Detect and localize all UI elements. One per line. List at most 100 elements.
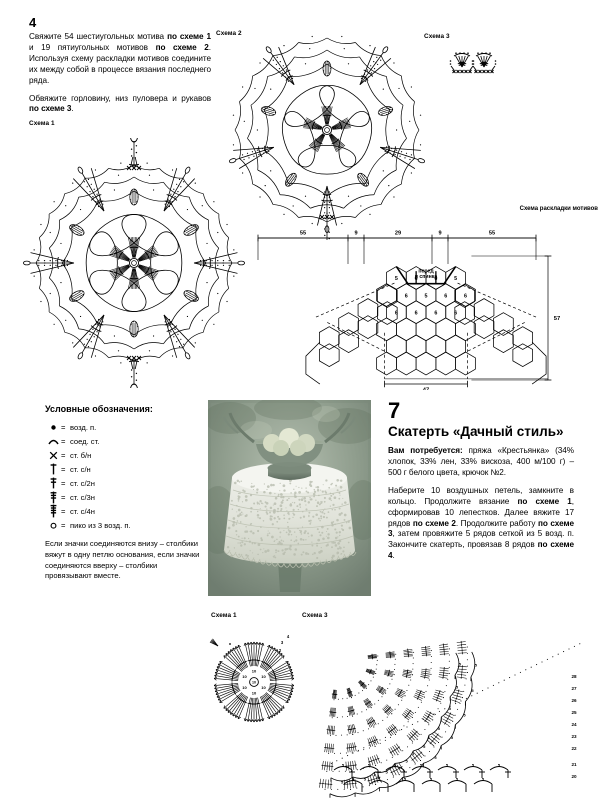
svg-text:5: 5 bbox=[395, 276, 398, 282]
svg-text:10: 10 bbox=[261, 674, 266, 679]
schema-3-row-number: 27 bbox=[571, 686, 577, 691]
legend-equals: = bbox=[61, 451, 70, 460]
schema-3-row-number: 20 bbox=[571, 774, 577, 779]
layout-bottom-dimension: 47 bbox=[423, 387, 429, 390]
section-7-title: Скатерть «Дачный стиль» bbox=[388, 424, 574, 439]
svg-text:5: 5 bbox=[454, 276, 457, 282]
layout-top-dimension: 9 bbox=[438, 230, 441, 236]
svg-text:6: 6 bbox=[415, 310, 418, 316]
svg-text:5: 5 bbox=[475, 662, 478, 667]
legend-equals: = bbox=[61, 423, 70, 432]
arc-symbol bbox=[45, 437, 61, 446]
svg-text:4: 4 bbox=[287, 634, 290, 639]
schema-2-pentagon-motif-diagram bbox=[212, 34, 442, 240]
legend-row-label: ст. с/3н bbox=[70, 493, 205, 502]
svg-text:10: 10 bbox=[252, 669, 257, 674]
tablecloth-photo bbox=[208, 400, 371, 596]
section-4-instructions: 4 Свяжите 54 шестиугольных мотива по схе… bbox=[29, 16, 211, 122]
section-4-number: 4 bbox=[29, 16, 211, 29]
schema-3-row-number: 23 bbox=[571, 734, 577, 739]
legend-row: =соед. ст. bbox=[45, 434, 205, 448]
layout-top-dimension: 9 bbox=[354, 230, 357, 236]
legend-title: Условные обозначения: bbox=[45, 404, 205, 414]
svg-text:5: 5 bbox=[425, 293, 428, 299]
legend-row: =ст. с/3н bbox=[45, 490, 205, 504]
svg-text:5: 5 bbox=[434, 755, 437, 760]
svg-text:5: 5 bbox=[341, 780, 344, 785]
layout-top-dimension: 55 bbox=[489, 230, 495, 236]
svg-text:2: 2 bbox=[279, 648, 282, 653]
legend-row: =возд. п. bbox=[45, 420, 205, 434]
legend-row-label: ст. с/4н bbox=[70, 507, 205, 516]
schema-1-label-top: Схема 1 bbox=[29, 120, 55, 127]
svg-text:6: 6 bbox=[395, 310, 398, 316]
schema-3-row-number: 25 bbox=[571, 710, 577, 715]
legend-row: =ст. б/н bbox=[45, 448, 205, 462]
bar-1-symbol bbox=[45, 463, 61, 475]
layout-right-dimension: 57 bbox=[554, 316, 560, 322]
svg-text:10: 10 bbox=[242, 674, 247, 679]
legend-row-label: ст. б/н bbox=[70, 451, 205, 460]
schema-3-row-number: 26 bbox=[571, 698, 577, 703]
section-4-paragraph-1: Свяжите 54 шестиугольных мотива по схе­м… bbox=[29, 32, 211, 87]
photo-content bbox=[208, 400, 371, 596]
legend-row-label: возд. п. bbox=[70, 423, 205, 432]
schema-3-row-number: 22 bbox=[571, 746, 577, 751]
front-back-label-line2: и спинка bbox=[415, 274, 438, 280]
svg-text:10: 10 bbox=[252, 691, 257, 696]
schema-3-edging-diagram bbox=[448, 46, 518, 80]
svg-text:10: 10 bbox=[242, 685, 247, 690]
circle-o-symbol bbox=[45, 521, 61, 530]
legend-equals: = bbox=[61, 437, 70, 446]
legend-row: =ст. с/н bbox=[45, 462, 205, 476]
legend-rows: =возд. п.=соед. ст.=ст. б/н=ст. с/н=ст. … bbox=[45, 420, 205, 532]
layout-top-dimension: 29 bbox=[395, 230, 401, 236]
svg-text:5: 5 bbox=[459, 662, 462, 667]
bottom-schema-1-flower-diagram: 10 10 10 10 10 10 10 2 34 bbox=[208, 624, 304, 741]
legend-equals: = bbox=[61, 507, 70, 516]
svg-text:10: 10 bbox=[261, 685, 266, 690]
bottom-schema-3-diagram: 5555555555555555555555555552021222324252… bbox=[298, 620, 594, 807]
svg-text:5: 5 bbox=[438, 726, 441, 731]
section-4-paragraph-2: Обвяжите горловину, низ пуловера и рукав… bbox=[29, 94, 211, 116]
section-7-tablecloth: 7 Скатерть «Дачный стиль» Вам потребуетс… bbox=[388, 400, 574, 569]
dot-symbol bbox=[45, 423, 61, 432]
motif-layout-diagram: Схема раскладки мотивов 566565666666пере… bbox=[252, 218, 600, 390]
legend-row: =ст. с/4н bbox=[45, 504, 205, 518]
svg-text:5: 5 bbox=[423, 744, 426, 749]
svg-text:5: 5 bbox=[406, 758, 409, 763]
legend-row-label: пико из 3 возд. п. bbox=[70, 521, 205, 530]
section-7-instructions: Наберите 10 воздушных петель, замкните в… bbox=[388, 486, 574, 562]
section-7-number: 7 bbox=[388, 400, 574, 422]
cross-symbol bbox=[45, 451, 61, 460]
section-7-materials: Вам потребуется: пряжа «Крестьянка» (34%… bbox=[388, 446, 574, 479]
svg-text:5: 5 bbox=[471, 688, 474, 693]
svg-text:6: 6 bbox=[405, 293, 408, 299]
legend-row-label: ст. с/н bbox=[70, 465, 205, 474]
svg-text:10: 10 bbox=[252, 681, 256, 685]
svg-text:6: 6 bbox=[464, 293, 467, 299]
legend-row-label: ст. с/2н bbox=[70, 479, 205, 488]
legend-equals: = bbox=[61, 521, 70, 530]
svg-text:5: 5 bbox=[463, 713, 466, 718]
schema-3-label-bottom: Схема 3 bbox=[302, 612, 328, 619]
legend-equals: = bbox=[61, 465, 70, 474]
svg-text:6: 6 bbox=[434, 310, 437, 316]
svg-text:6: 6 bbox=[454, 310, 457, 316]
svg-text:5: 5 bbox=[456, 684, 459, 689]
legend-equals: = bbox=[61, 479, 70, 488]
layout-diagram-title: Схема раскладки мотивов bbox=[520, 206, 598, 212]
svg-text:5: 5 bbox=[451, 735, 454, 740]
schema-3-row-number: 28 bbox=[571, 674, 577, 679]
svg-text:6: 6 bbox=[444, 293, 447, 299]
schema-3-row-number: 21 bbox=[571, 762, 577, 767]
legend-block: Условные обозначения: =возд. п.=соед. ст… bbox=[45, 404, 205, 582]
bar-2-symbol bbox=[45, 477, 61, 489]
legend-row-label: соед. ст. bbox=[70, 437, 205, 446]
svg-text:3: 3 bbox=[281, 640, 284, 645]
legend-row: =пико из 3 возд. п. bbox=[45, 518, 205, 532]
legend-row: =ст. с/2н bbox=[45, 476, 205, 490]
bar-4-symbol bbox=[45, 504, 61, 518]
layout-top-dimension: 55 bbox=[300, 230, 306, 236]
